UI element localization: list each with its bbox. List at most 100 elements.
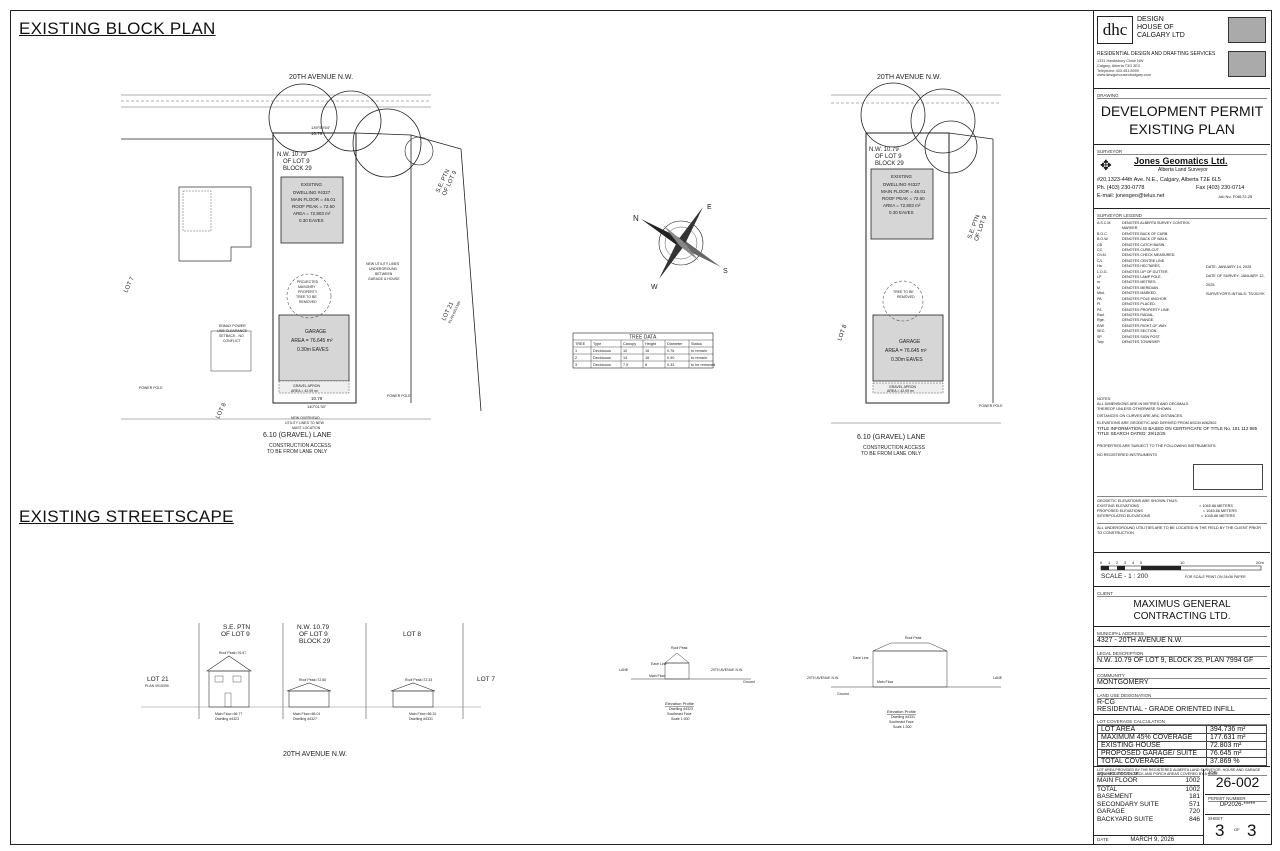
tree-table-cell: 16 xyxy=(645,356,649,360)
r-dwelling-1: EXISTING xyxy=(891,174,913,179)
r-lot-nw-2: OF LOT 9 xyxy=(875,154,902,160)
r-dwelling-3: MAIN FLOOR = 46.01 xyxy=(881,189,926,194)
ss-dw-c-2: Dwelling #4331 xyxy=(409,717,433,721)
legend-entry: Mkd.DENOTES MARKED. xyxy=(1097,291,1157,296)
job-number: 26-002 xyxy=(1215,774,1260,790)
enmax-note-1: ENMAX POWER xyxy=(219,324,246,328)
lane-label: 6.10 (GRAVEL) LANE xyxy=(263,432,332,439)
ss-nw-1: N.W. 10.79 xyxy=(297,624,330,631)
ss-lot8: LOT 8 xyxy=(403,631,421,638)
front-bearing: 139°59'54" xyxy=(311,125,331,130)
stamp-placeholder-1 xyxy=(1228,17,1266,43)
compass-north: N xyxy=(633,214,639,223)
r-dwelling-6: 0.30 EAVES xyxy=(889,210,914,215)
sheet-total: 3 xyxy=(1247,821,1257,840)
surveyor-name: Jones Geomatics Ltd. xyxy=(1134,156,1228,166)
scale-tick: 20m xyxy=(1256,560,1264,565)
tree-table-cell: 10 xyxy=(623,349,627,353)
utility-note-3: BETWEEN xyxy=(375,272,393,276)
surveyor-job: Job No. F08172-25 xyxy=(1218,194,1253,199)
power-pole-1: POWER POLE xyxy=(139,386,163,390)
tree-table-cell: 0.76 xyxy=(667,349,674,353)
enmax-note-4: CONFLICT xyxy=(223,339,241,343)
lot-7: LOT 7 xyxy=(123,276,136,294)
e2-title: Elevation Profile xyxy=(887,709,917,714)
e2-eave: Eave Line xyxy=(853,656,869,660)
tree-note-5: REMOVED xyxy=(299,300,317,304)
lane-note-2: TO BE FROM LANE ONLY xyxy=(267,449,328,455)
dwelling-label-3: MAIN FLOOR = 46.01 xyxy=(291,197,336,202)
ss-dw-b-2: Dwelling #4327 xyxy=(293,717,317,721)
tree-table-cell: Deciduous xyxy=(593,349,611,353)
stamp-placeholder-2 xyxy=(1228,51,1266,77)
legend-entry: B.O.W.DENOTES BACK OF WALK. xyxy=(1097,237,1169,242)
legend-entry: Rad.DENOTES RADIAL. xyxy=(1097,312,1155,317)
surveyor-legend-box: SURVEYOR LEGEND A.S.C.M.DENOTES ALBERTA … xyxy=(1094,211,1270,553)
legend-entry: CC.DENOTES CURB CUT. xyxy=(1097,248,1160,253)
r-gravel-2: AREA = 42.09 m² xyxy=(887,389,915,393)
utility-note-2: UNDERGROUND xyxy=(369,267,397,271)
scale-tick: 10 xyxy=(1180,560,1185,565)
r-lot-nw-3: BLOCK 29 xyxy=(875,161,904,167)
ss-roof-c: Roof Peak=72.33 xyxy=(405,678,432,682)
lot-8: LOT 8 xyxy=(215,402,228,420)
right-site-plan: 20TH AVENUE N.W. EXISTING DWELLING #4327… xyxy=(831,74,1003,457)
dwelling-label-2: DWELLING #4327 xyxy=(293,190,331,195)
legend-list: A.S.C.M.DENOTES ALBERTA SURVEY CONTROL M… xyxy=(1097,221,1192,345)
drawing-area: EXISTING BLOCK PLAN EXISTING STREETSCAPE… xyxy=(11,11,1091,844)
ss-roof-b: Roof Peak=72.60 xyxy=(299,678,326,682)
ss-dw-b-1: Main Floor=66.01 xyxy=(293,712,320,716)
front-dim: 10.79 xyxy=(311,131,323,136)
utility-note-4: GARAGE & HOUSE xyxy=(368,277,400,281)
tree-table-header: TREE xyxy=(575,342,586,346)
dwelling-label-1: EXISTING xyxy=(301,182,323,187)
street-label: 20TH AVENUE N.W. xyxy=(289,74,353,81)
geodetic-notes: GEODETIC ELEVATIONS ARE SHOWN THUS: EXIS… xyxy=(1097,496,1267,536)
tree-table-cell: Deciduous xyxy=(593,356,611,360)
client-label: CLIENT xyxy=(1097,591,1267,597)
rear-dim: 10.79 xyxy=(311,396,323,401)
scale-tick: 1 xyxy=(1108,560,1111,565)
ss-nw-2: OF LOT 9 xyxy=(299,631,328,638)
tree-table-header: Diameter xyxy=(667,342,683,346)
tree-table-cell: 1 xyxy=(575,349,577,353)
r-tree-note-1: TREE TO BE xyxy=(893,290,914,294)
lane-note-1: CONSTRUCTION ACCESS xyxy=(269,443,332,449)
e1-eave: Eave Line xyxy=(651,662,667,666)
north-arrow: N E S W xyxy=(633,204,728,291)
tree-table-cell: to remain xyxy=(691,356,707,360)
tree-table-header: Status xyxy=(691,342,702,346)
surveyor-box: SURVEYOR ✥ Jones Geomatics Ltd. Alberta … xyxy=(1094,147,1270,209)
scale-note: FOR SCALE PRINT ON 24x36 PAPER xyxy=(1185,575,1246,579)
surveyor-phone: Ph. (403) 230-0778 xyxy=(1097,185,1145,191)
ss-dw-a-2: Dwelling #4323 xyxy=(215,717,239,721)
services: RESIDENTIAL DESIGN AND DRAFTING SERVICES xyxy=(1097,51,1216,57)
e2-main-floor: Main Floor xyxy=(877,680,894,684)
ss-lot21: LOT 21 xyxy=(147,676,169,683)
street-label-right: 20TH AVENUE N.W. xyxy=(877,74,941,81)
r-power-pole: POWER POLE xyxy=(979,404,1003,408)
tree-table-cell: Deciduous xyxy=(593,363,611,367)
e2-sub-1: Dwelling #4331 xyxy=(891,715,915,719)
e2-lane: LANE xyxy=(993,676,1003,680)
sheet-number: 3 xyxy=(1215,821,1225,840)
surveyor-sub: Alberta Land Surveyor xyxy=(1158,167,1208,173)
tree-table-cell: to remain xyxy=(691,349,707,353)
compass-east: E xyxy=(707,204,712,211)
r-garage-1: GARAGE xyxy=(899,339,921,345)
scale-tick: 5 xyxy=(1140,560,1143,565)
